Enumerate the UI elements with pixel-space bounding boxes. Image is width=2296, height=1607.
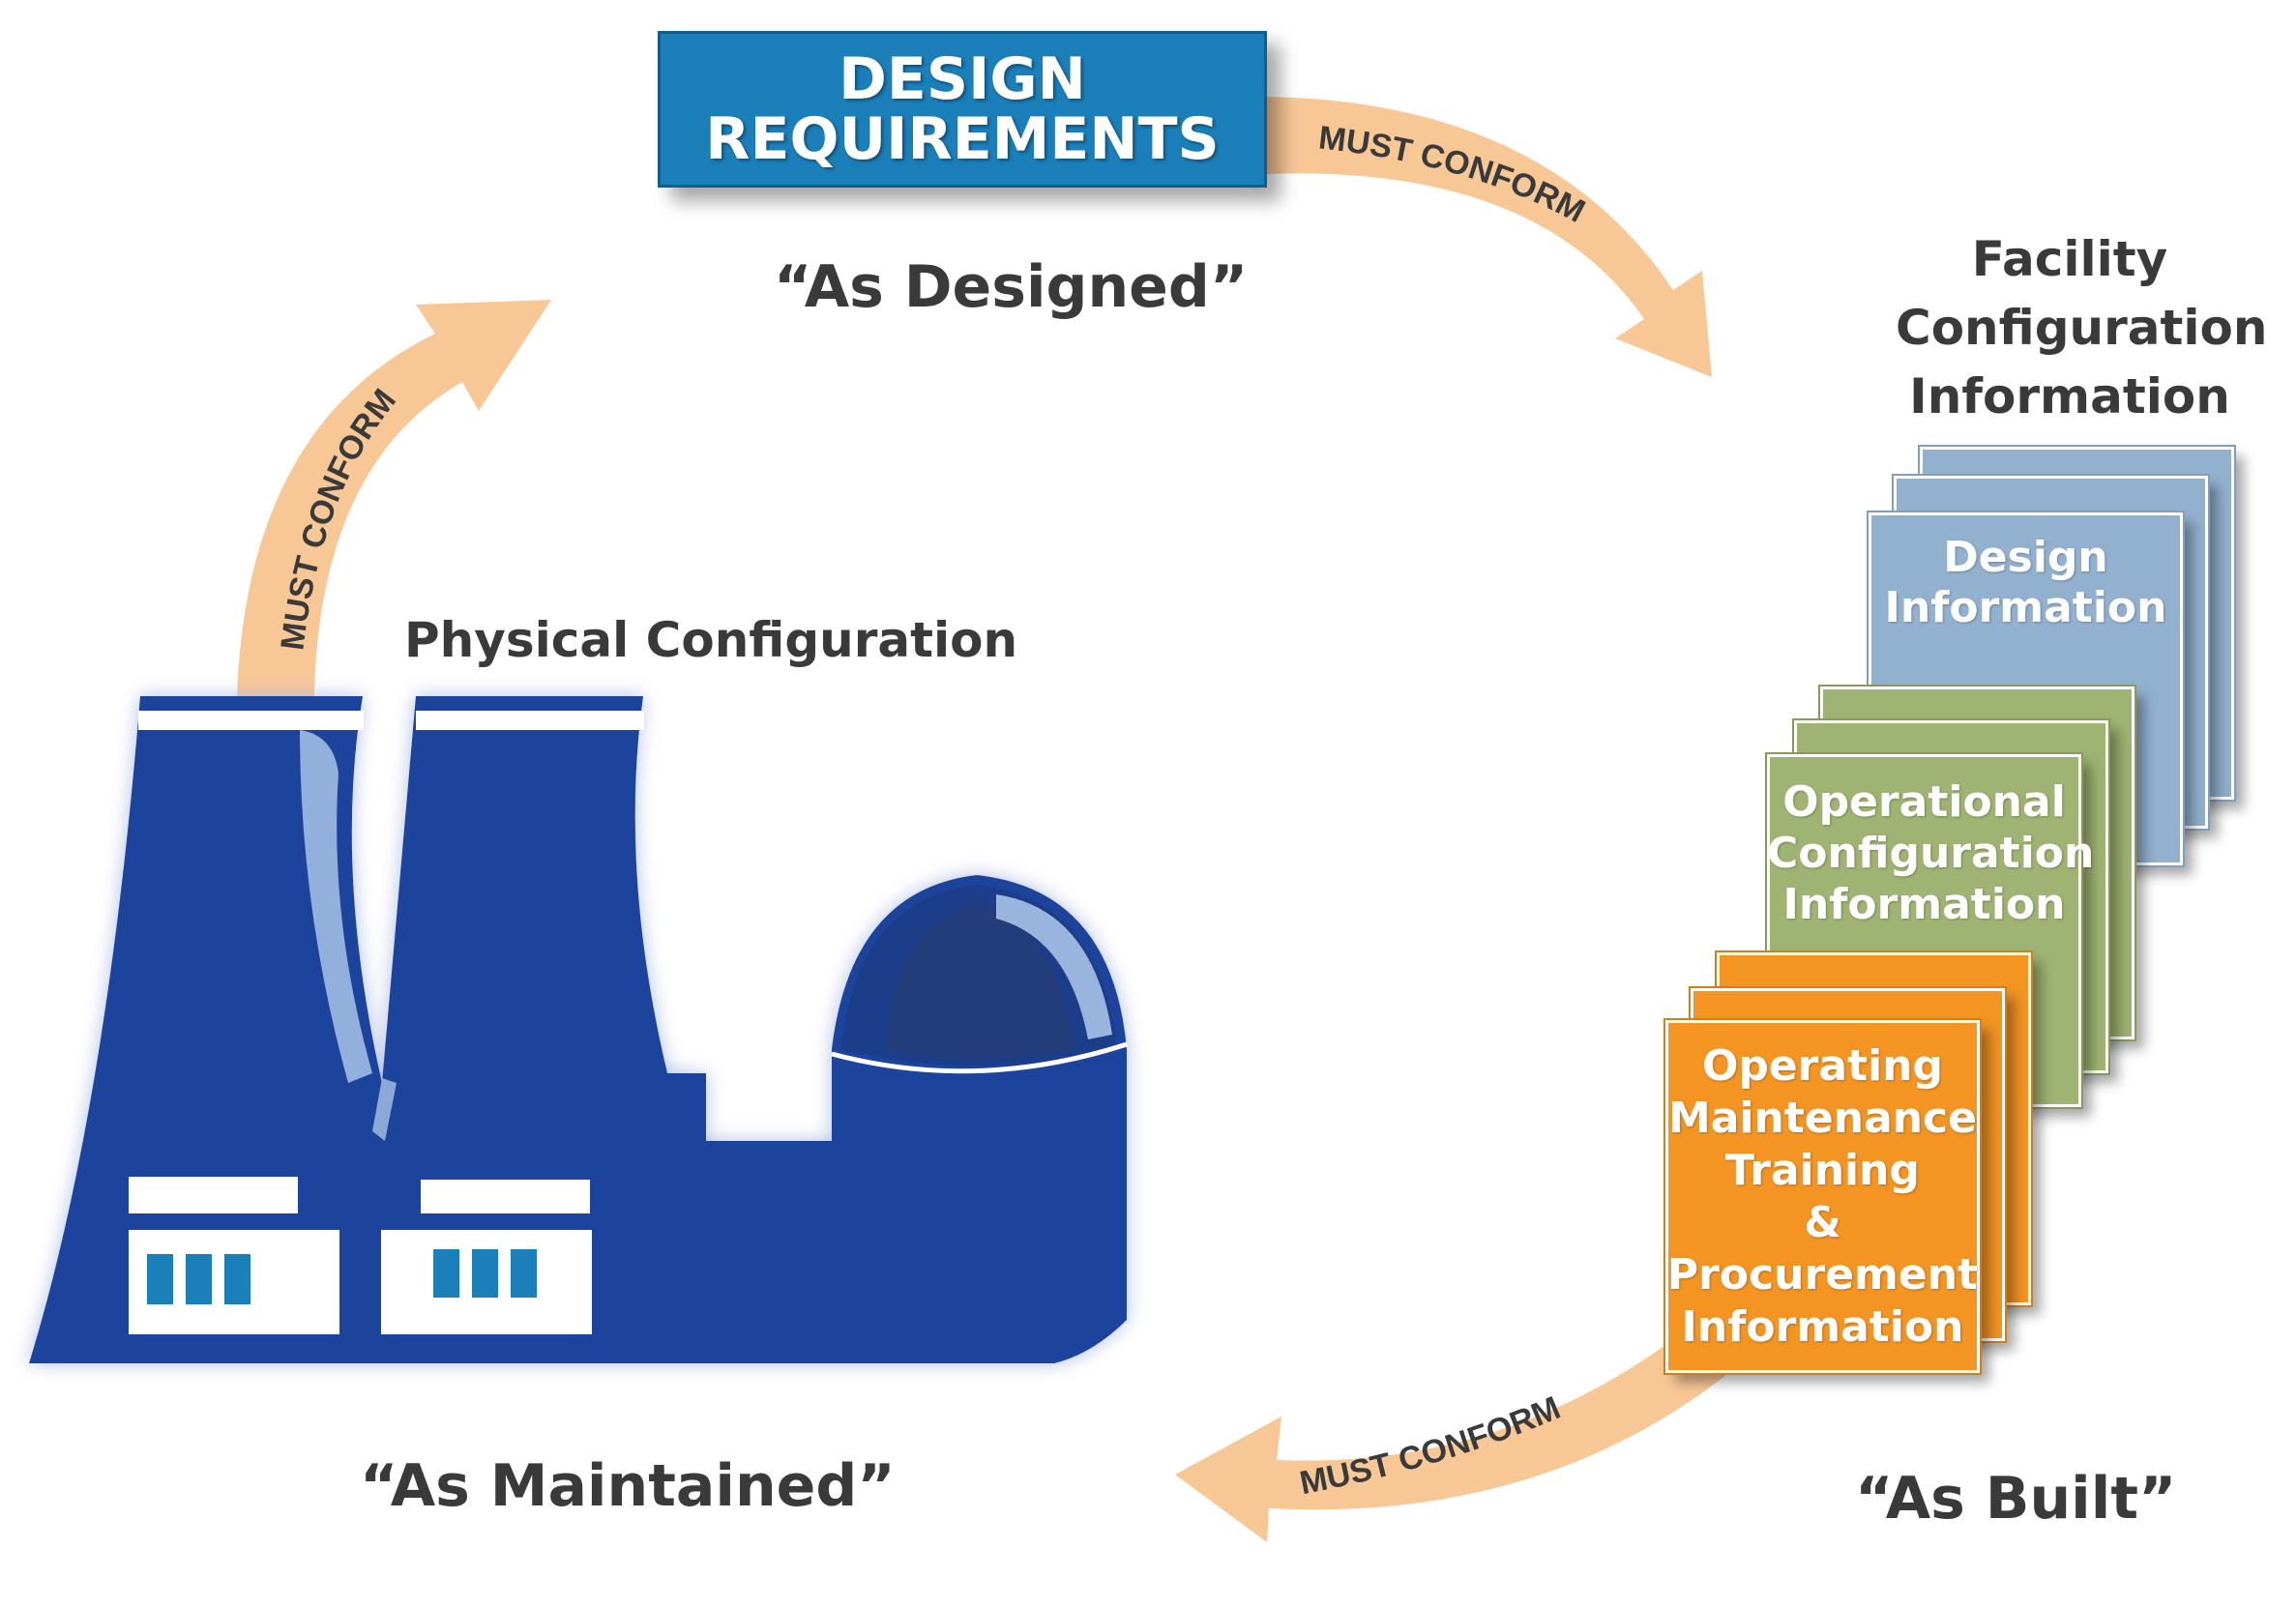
operating-information-text: Operating Maintenance Training & Procure… bbox=[1665, 1039, 1980, 1354]
tower-1-rim bbox=[138, 711, 364, 730]
as-maintained-label: “As Maintained” bbox=[360, 1452, 896, 1520]
operational-doc-line-3: Information bbox=[1782, 880, 2066, 929]
operating-doc-line-6: Information bbox=[1681, 1301, 1964, 1352]
design-requirements-line2: REQUIREMENTS bbox=[705, 105, 1220, 173]
facility-configuration-heading: Facility Configuration Information bbox=[1896, 225, 2268, 431]
design-information-text: Design Information bbox=[1869, 530, 2183, 636]
facility-line-3: Information bbox=[1909, 368, 2230, 424]
operational-doc-line-1: Operational bbox=[1782, 777, 2066, 827]
tower-2-rim bbox=[416, 711, 644, 730]
facility-line-2: Configuration bbox=[1896, 300, 2268, 356]
arrow-top-shape bbox=[1267, 97, 1712, 377]
operating-doc-front bbox=[1663, 1018, 1982, 1375]
physical-configuration-label: Physical Configuration bbox=[404, 612, 1018, 668]
facility-line-1: Facility bbox=[1971, 231, 2168, 287]
operational-doc-line-2: Configuration bbox=[1767, 829, 2095, 878]
arrow-left-shape bbox=[237, 300, 551, 696]
operational-configuration-text: Operational Configuration Information bbox=[1767, 774, 2095, 933]
design-requirements-line1: DESIGN bbox=[839, 45, 1086, 113]
must-conform-arrow-bottom bbox=[1175, 1325, 1741, 1542]
as-built-label: “As Built” bbox=[1855, 1465, 2177, 1533]
design-requirements-box: DESIGN REQUIREMENTS bbox=[658, 31, 1267, 188]
building-2-roof bbox=[421, 1180, 590, 1213]
power-plant-illustration bbox=[29, 696, 1128, 1363]
must-conform-arrow-top bbox=[1267, 97, 1712, 377]
arrow-bottom-shape bbox=[1175, 1325, 1741, 1542]
design-doc-line-1: Design bbox=[1943, 533, 2108, 582]
operating-doc-line-5: Procurement bbox=[1666, 1249, 1979, 1300]
as-designed-label: “As Designed” bbox=[774, 253, 1249, 321]
operating-doc-line-4: & bbox=[1804, 1197, 1841, 1247]
building-1-roof bbox=[129, 1177, 298, 1213]
operating-doc-line-3: Training bbox=[1725, 1145, 1920, 1195]
design-doc-line-2: Information bbox=[1884, 583, 2167, 632]
operating-doc-line-1: Operating bbox=[1701, 1040, 1944, 1091]
operating-doc-line-2: Maintenance bbox=[1667, 1093, 1978, 1143]
must-conform-arrow-left bbox=[237, 300, 551, 696]
